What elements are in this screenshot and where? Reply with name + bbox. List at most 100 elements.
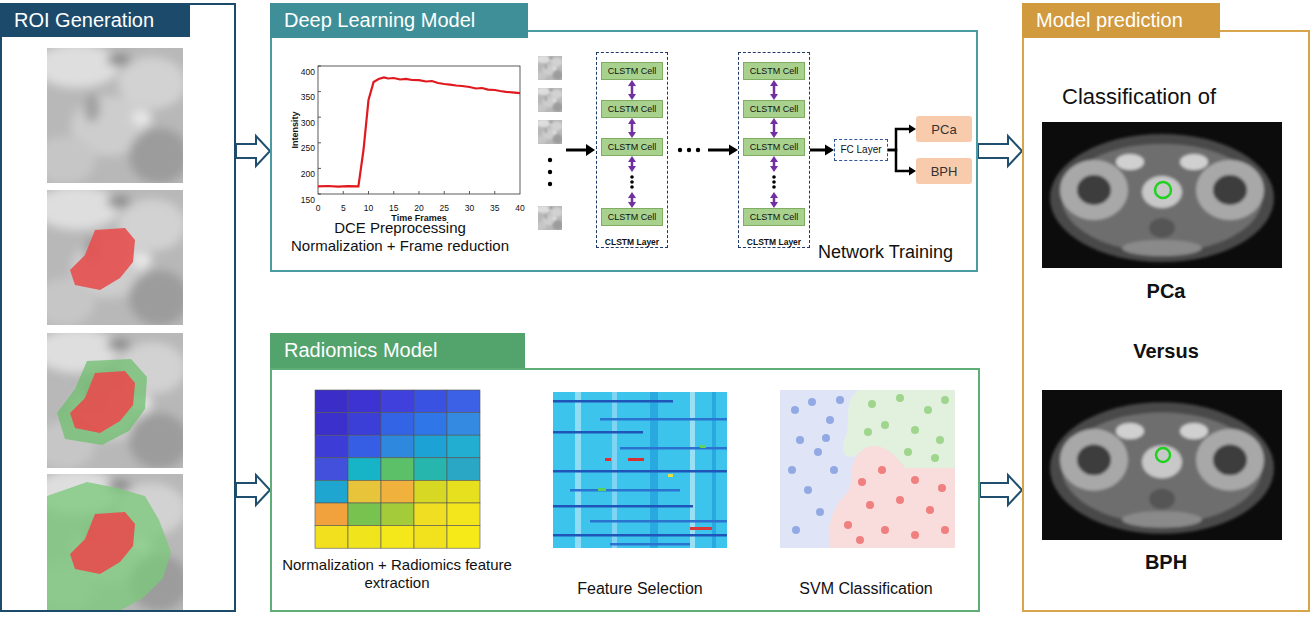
clstm-cell-box: CLSTM Cell xyxy=(601,138,663,156)
axis-tick-area: 5 xyxy=(333,197,353,215)
connector xyxy=(631,85,634,95)
connector xyxy=(678,145,738,156)
connector xyxy=(978,136,1022,166)
step-caption: SVM Classification xyxy=(799,580,932,597)
connector xyxy=(888,150,916,176)
panel-title: Model prediction xyxy=(1036,9,1183,32)
dce-curve-chart xyxy=(318,66,495,194)
layer-label-area: CLSTM Layer xyxy=(739,231,809,249)
connector xyxy=(770,80,778,100)
feature-heatmap xyxy=(447,526,480,549)
svm-decision-map xyxy=(936,436,944,444)
axis-tick: 20 xyxy=(414,203,423,213)
input-arrow xyxy=(566,144,595,156)
step-caption-area: Feature Selection xyxy=(540,580,740,598)
panel-title-area: Model prediction xyxy=(1022,3,1220,38)
cell-label-area: CLSTM Cell xyxy=(602,101,662,117)
svm-decision-map xyxy=(866,501,874,509)
feature-heatmap xyxy=(315,390,480,548)
subtitle-area: Classification of xyxy=(1062,84,1216,110)
axis-tick-area: 25 xyxy=(434,197,454,215)
svm-decision-map xyxy=(788,396,844,534)
axis-tick: 10 xyxy=(364,203,373,213)
svm-decision-map xyxy=(878,466,886,474)
axis-tick: 30 xyxy=(465,203,474,213)
clstm-cell-box: CLSTM Cell xyxy=(743,62,805,80)
roi-mri-crop xyxy=(35,44,189,611)
prediction-mri xyxy=(1042,122,1282,268)
feature-heatmap xyxy=(315,526,348,549)
feature-heatmap xyxy=(447,413,480,436)
connector xyxy=(628,80,636,100)
svm-decision-map xyxy=(822,434,830,442)
versus-text: Versus xyxy=(1133,340,1199,362)
connector xyxy=(888,129,910,150)
axis-title-area: Intensity xyxy=(287,100,299,160)
connector xyxy=(628,118,636,138)
connector xyxy=(630,175,634,179)
svm-decision-map xyxy=(868,400,876,408)
connector xyxy=(696,148,700,152)
layer-label-area: CLSTM Layer xyxy=(597,231,667,249)
connector xyxy=(909,125,916,134)
svm-decision-map xyxy=(864,394,949,462)
feature-heatmap xyxy=(381,458,414,481)
subtitle: Classification of xyxy=(1062,84,1216,109)
panel-title: ROI Generation xyxy=(14,9,154,32)
feature-heatmap xyxy=(414,526,447,549)
feature-selection-matrix xyxy=(553,400,673,403)
svm-decision-map xyxy=(911,531,919,539)
feature-selection-matrix xyxy=(690,527,712,530)
feature-selection-matrix xyxy=(570,489,680,492)
class-name-area: PCa xyxy=(1024,280,1308,303)
axis-tick: 150 xyxy=(301,195,315,205)
roi-mri-crop xyxy=(35,44,189,184)
axis-tick: 35 xyxy=(490,203,499,213)
panel-title-area: ROI Generation xyxy=(0,3,190,37)
cell-label-area: CLSTM Cell xyxy=(602,63,662,79)
axis-tick-area: 40 xyxy=(510,197,530,215)
feature-selection-matrix xyxy=(553,392,727,548)
step-caption: DCE Preprocessing Normalization + Frame … xyxy=(291,219,509,254)
svm-decision-map xyxy=(881,526,889,534)
feature-heatmap xyxy=(315,413,348,436)
peritumoral-ring xyxy=(57,359,147,445)
dce-frame-stack xyxy=(548,170,552,174)
svm-decision-map xyxy=(931,454,939,462)
svm-decision-map xyxy=(911,426,919,434)
svm-decision-map xyxy=(788,466,796,474)
clstm-cell-box: CLSTM Cell xyxy=(601,208,663,226)
clstm-cell-box: CLSTM Cell xyxy=(601,100,663,118)
connector xyxy=(909,167,916,176)
feature-heatmap xyxy=(381,390,414,413)
class-output-box: BPH xyxy=(916,158,972,184)
cell-label: CLSTM Cell xyxy=(750,67,799,76)
svm-decision-map xyxy=(881,421,889,429)
feature-selection-matrix xyxy=(553,505,693,508)
axis-tick-area: 20 xyxy=(409,197,429,215)
dce-curve-chart xyxy=(419,191,420,194)
feature-selection-matrix xyxy=(620,447,727,450)
connector xyxy=(687,148,691,152)
connector xyxy=(628,156,636,208)
connector xyxy=(773,85,776,95)
dce-curve-chart xyxy=(318,91,321,92)
dce-curve-chart xyxy=(318,78,520,187)
axis-tick: 40 xyxy=(515,203,524,213)
step-caption: Feature Selection xyxy=(577,580,702,597)
dce-curve-chart xyxy=(318,168,321,169)
svm-decision-map xyxy=(924,406,932,414)
feature-heatmap xyxy=(414,503,447,526)
feature-selection-matrix xyxy=(590,520,727,523)
step-caption-area: Network Training xyxy=(818,242,953,263)
connector xyxy=(770,166,778,172)
axis-tick: 25 xyxy=(440,203,449,213)
cell-label: CLSTM Cell xyxy=(608,213,657,222)
feature-heatmap xyxy=(414,413,447,436)
cell-label: CLSTM Cell xyxy=(750,105,799,114)
cell-label-area: CLSTM Cell xyxy=(744,139,804,155)
axis-tick: 400 xyxy=(301,67,315,77)
feature-heatmap xyxy=(381,503,414,526)
step-caption: Normalization + Radiomics feature extrac… xyxy=(282,556,512,591)
feature-heatmap xyxy=(447,503,480,526)
